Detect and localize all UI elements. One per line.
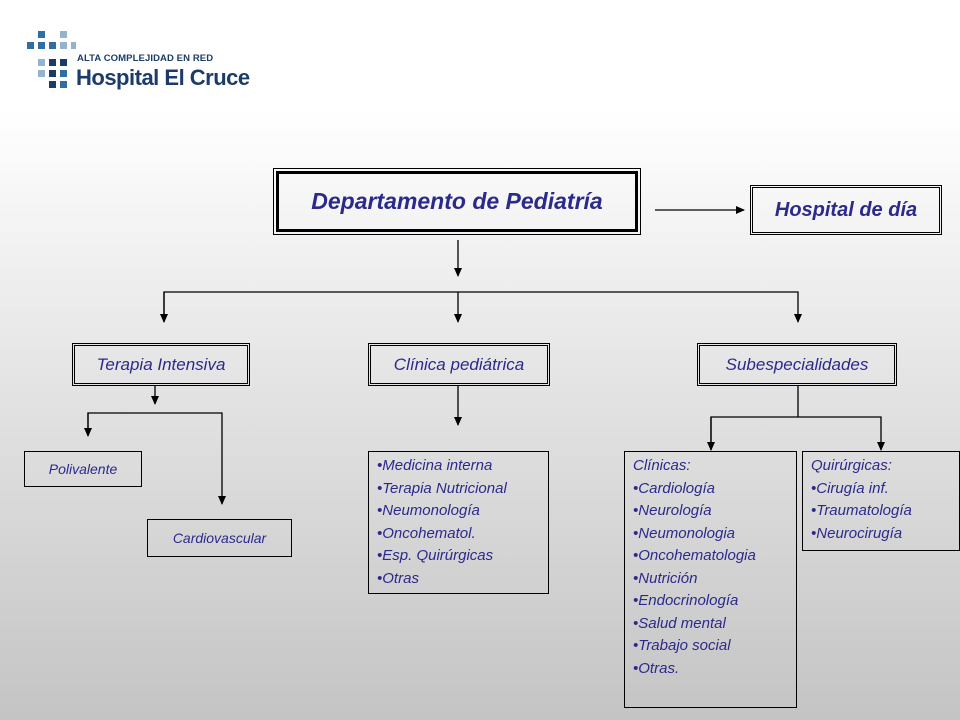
list-item: Neurocirugía	[811, 523, 959, 546]
hospital-logo: ALTA COMPLEJIDAD EN RED Hospital El Cruc…	[26, 27, 250, 95]
list-item: Traumatología	[811, 500, 959, 523]
list-item: Medicina interna	[377, 455, 548, 478]
list-item: Trabajo social	[633, 635, 796, 658]
node-clinica-pediatrica: Clínica pediátrica	[368, 343, 550, 386]
list-item: Cirugía inf.	[811, 478, 959, 501]
clinicas-items-list: Clínicas: Cardiología Neurología Neumono…	[624, 451, 797, 708]
connector-bus	[163, 291, 802, 323]
clinicas-header: Clínicas:	[633, 457, 691, 474]
node-subespecialidades: Subespecialidades	[697, 343, 897, 386]
terapia-label: Terapia Intensiva	[96, 354, 226, 374]
logo-hospital-name: Hospital El Cruce	[76, 65, 250, 90]
node-polivalente: Polivalente	[24, 451, 142, 487]
node-terapia-intensiva: Terapia Intensiva	[72, 343, 250, 386]
cardiovascular-label: Cardiovascular	[172, 530, 267, 546]
list-item: Terapia Nutricional	[377, 478, 548, 501]
node-cardiovascular: Cardiovascular	[147, 519, 292, 557]
connector-subesp-children	[710, 416, 885, 451]
list-item: Otras.	[633, 658, 796, 681]
logo-squares-icon	[27, 31, 76, 88]
list-item: Neumonología	[377, 500, 548, 523]
list-item: Salud mental	[633, 613, 796, 636]
list-item: Oncohematologia	[633, 545, 796, 568]
polivalente-label: Polivalente	[48, 461, 118, 477]
list-item: Oncohematol.	[377, 523, 548, 546]
list-item: Cardiología	[633, 478, 796, 501]
list-item: Esp. Quirúrgicas	[377, 545, 548, 568]
quirurgicas-header: Quirúrgicas:	[811, 457, 892, 474]
root-label: Departamento de Pediatría	[311, 188, 603, 214]
list-item: Neumonologia	[633, 523, 796, 546]
list-item: Endocrinología	[633, 590, 796, 613]
list-item: Nutrición	[633, 568, 796, 591]
logo-tagline: ALTA COMPLEJIDAD EN RED	[77, 53, 214, 64]
clinica-label: Clínica pediátrica	[393, 354, 525, 374]
root-node: Departamento de Pediatría	[273, 168, 641, 235]
side-node: Hospital de día	[750, 185, 942, 235]
subesp-label: Subespecialidades	[725, 354, 869, 374]
list-item: Otras	[377, 568, 548, 591]
clinica-items-list: Medicina interna Terapia Nutricional Neu…	[368, 451, 549, 594]
list-item: Neurología	[633, 500, 796, 523]
side-label: Hospital de día	[774, 198, 918, 221]
quirurgicas-items-list: Quirúrgicas: Cirugía inf. Traumatología …	[802, 451, 960, 551]
